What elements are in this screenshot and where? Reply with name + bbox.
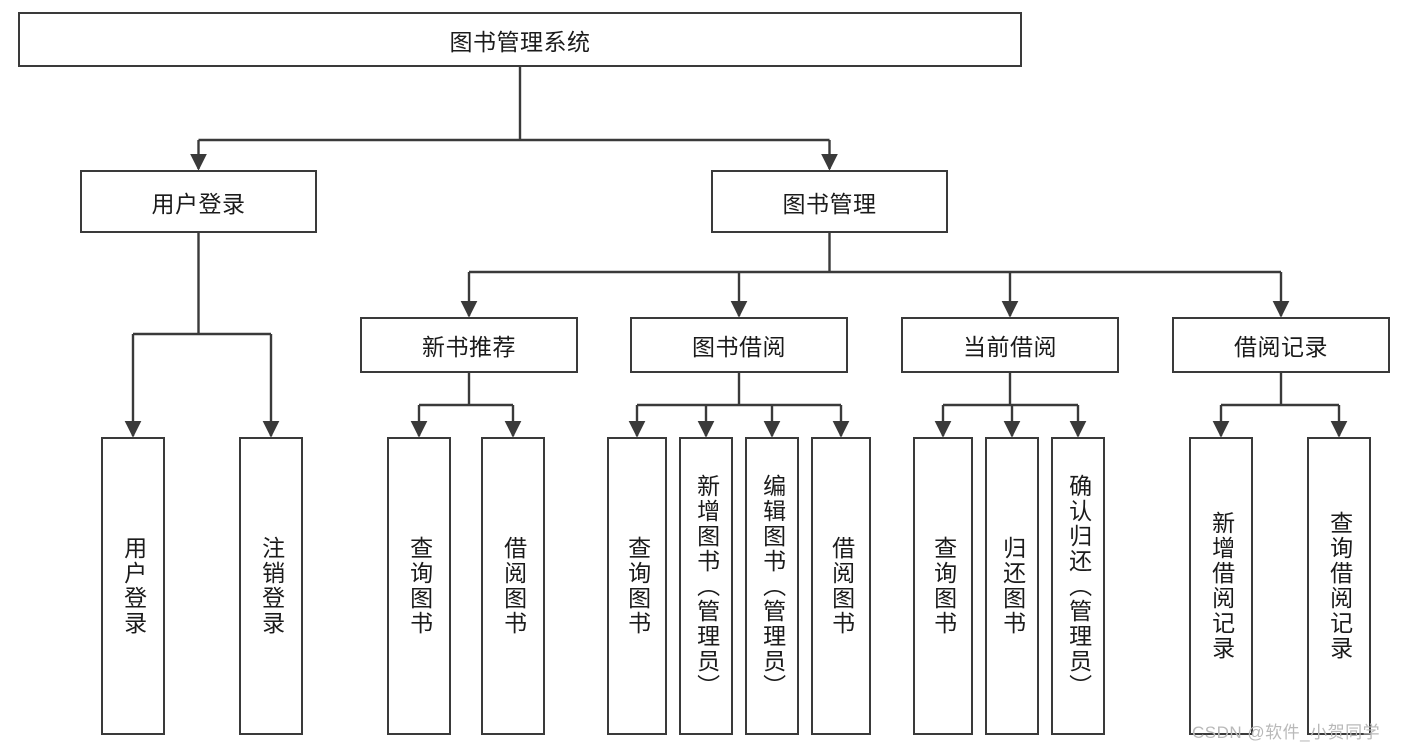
node-leaf-图书借阅-借阅图书[interactable]: 借阅图书 bbox=[811, 437, 871, 735]
csdn-watermark: CSDN @软件_小贺同学 bbox=[1192, 723, 1381, 742]
node-leaf-图书借阅-编辑图书管理员[interactable]: 编辑图书（管理员） bbox=[745, 437, 799, 735]
node-label: 图书管理 bbox=[782, 190, 877, 217]
node-label: 图书借阅 bbox=[692, 334, 786, 360]
node-label: 查询图书 bbox=[406, 536, 433, 636]
node-leaf-新书推荐-查询图书[interactable]: 查询图书 bbox=[387, 437, 451, 735]
node-label: 用户登录 bbox=[120, 536, 147, 636]
node-l3-当前借阅[interactable]: 当前借阅 bbox=[901, 317, 1119, 373]
node-leaf-当前借阅-查询图书[interactable]: 查询图书 bbox=[913, 437, 973, 735]
node-label: 注销登录 bbox=[258, 536, 285, 636]
node-leaf-借阅记录-查询借阅记录[interactable]: 查询借阅记录 bbox=[1307, 437, 1371, 735]
node-leaf-用户登录-用户登录[interactable]: 用户登录 bbox=[101, 437, 165, 735]
node-label: 借阅图书 bbox=[828, 536, 855, 636]
node-label: 查询图书 bbox=[624, 536, 651, 636]
node-label: 用户登录 bbox=[151, 190, 246, 217]
node-root-图书管理系统[interactable]: 图书管理系统 bbox=[18, 12, 1022, 67]
node-label: 新增图书（管理员） bbox=[693, 473, 720, 699]
node-leaf-借阅记录-新增借阅记录[interactable]: 新增借阅记录 bbox=[1189, 437, 1253, 735]
node-label: 查询借阅记录 bbox=[1326, 511, 1353, 661]
node-label: 归还图书 bbox=[999, 536, 1026, 636]
node-label: 查询图书 bbox=[930, 536, 957, 636]
node-leaf-图书借阅-新增图书管理员[interactable]: 新增图书（管理员） bbox=[679, 437, 733, 735]
node-leaf-新书推荐-借阅图书[interactable]: 借阅图书 bbox=[481, 437, 545, 735]
node-leaf-当前借阅-归还图书[interactable]: 归还图书 bbox=[985, 437, 1039, 735]
node-label: 借阅图书 bbox=[500, 536, 527, 636]
node-l2-图书管理[interactable]: 图书管理 bbox=[711, 170, 948, 233]
node-label: 当前借阅 bbox=[963, 334, 1057, 360]
node-leaf-用户登录-注销登录[interactable]: 注销登录 bbox=[239, 437, 303, 735]
node-leaf-图书借阅-查询图书[interactable]: 查询图书 bbox=[607, 437, 667, 735]
node-l3-新书推荐[interactable]: 新书推荐 bbox=[360, 317, 578, 373]
node-l3-图书借阅[interactable]: 图书借阅 bbox=[630, 317, 848, 373]
node-label: 确认归还（管理员） bbox=[1065, 473, 1092, 699]
node-l3-借阅记录[interactable]: 借阅记录 bbox=[1172, 317, 1390, 373]
node-label: 编辑图书（管理员） bbox=[759, 473, 786, 699]
node-label: 新书推荐 bbox=[422, 334, 516, 360]
node-label: 借阅记录 bbox=[1234, 334, 1328, 360]
node-l2-用户登录[interactable]: 用户登录 bbox=[80, 170, 317, 233]
node-label: 图书管理系统 bbox=[449, 28, 591, 55]
node-label: 新增借阅记录 bbox=[1208, 511, 1235, 661]
node-leaf-当前借阅-确认归还管理员[interactable]: 确认归还（管理员） bbox=[1051, 437, 1105, 735]
